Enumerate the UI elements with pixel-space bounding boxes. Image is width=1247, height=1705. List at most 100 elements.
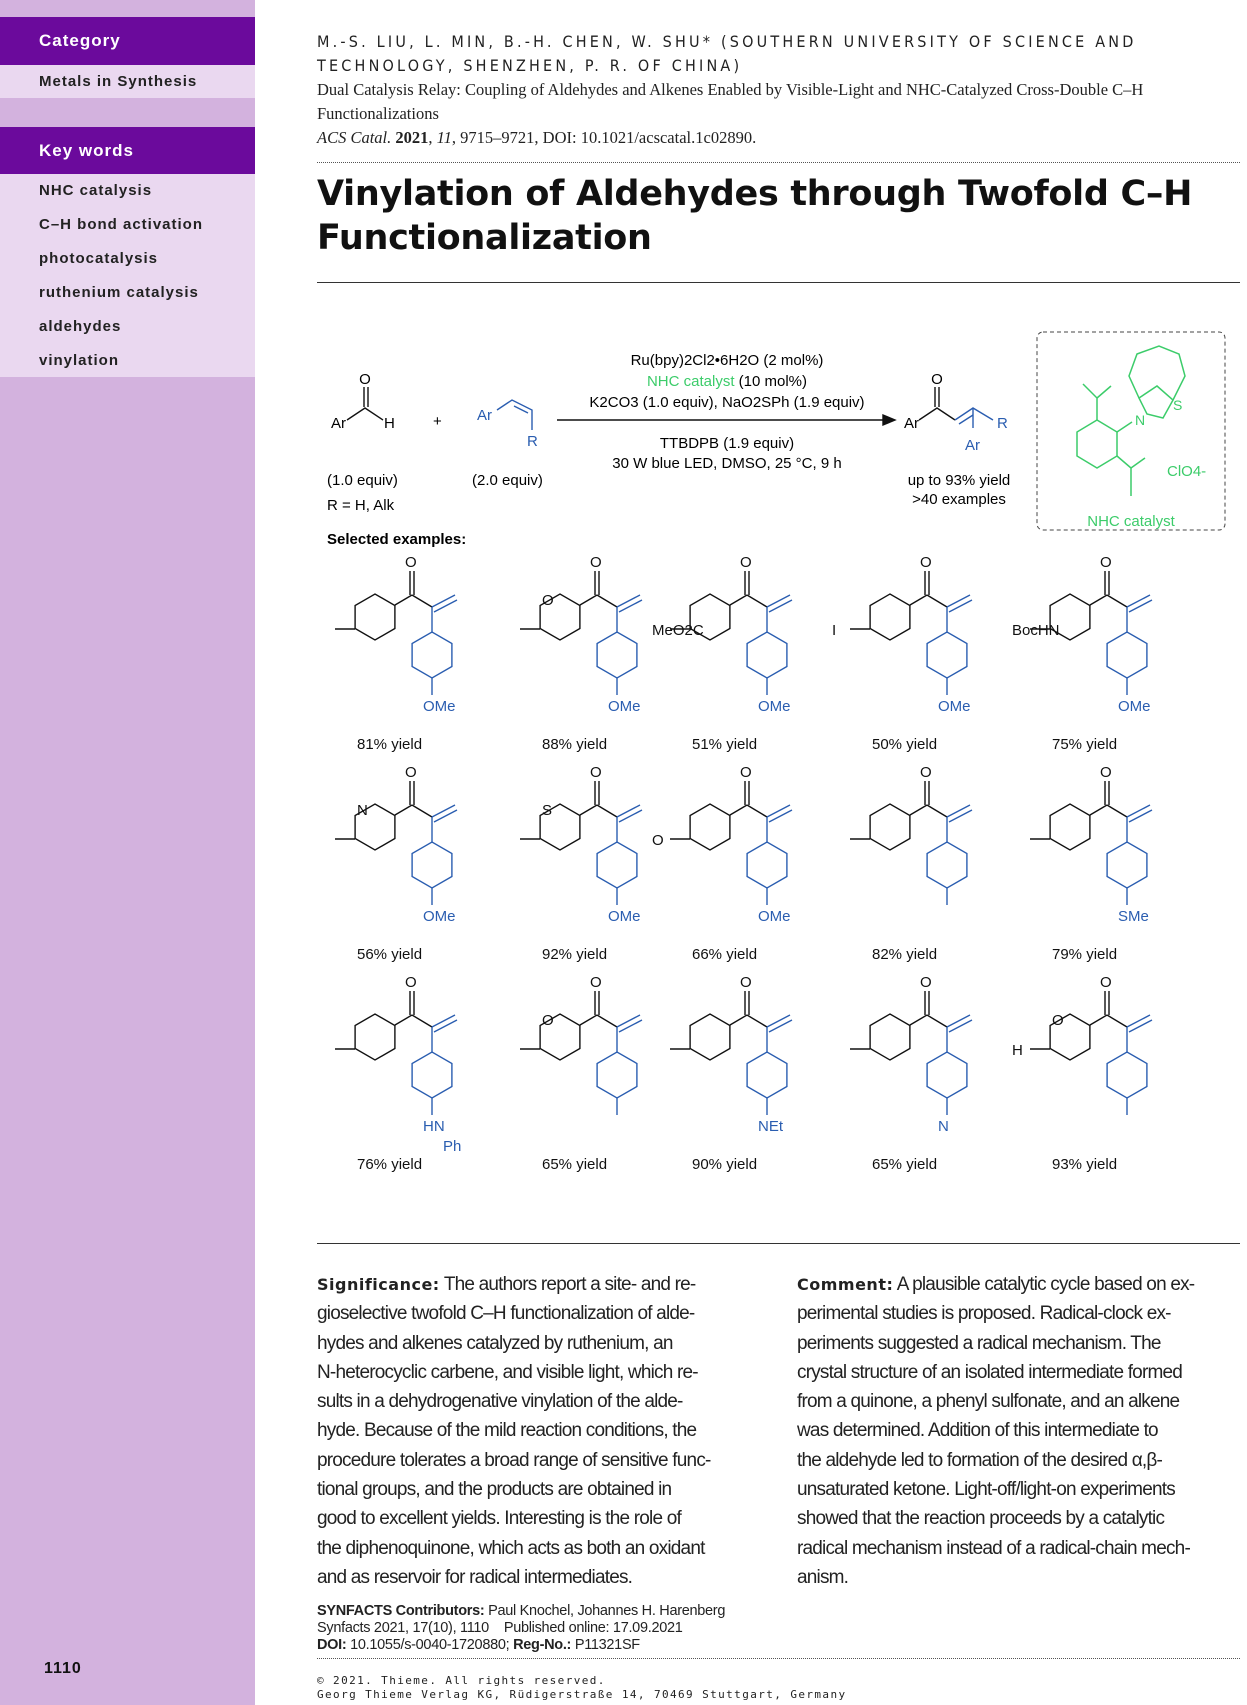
atom-label: H <box>384 415 395 432</box>
plus-sign: + <box>433 413 442 430</box>
divider <box>317 1658 1240 1659</box>
significance-label: Significance: <box>317 1275 440 1294</box>
atom-label: O <box>931 371 943 388</box>
year: 2021 <box>395 128 429 147</box>
vinyl-aryl <box>1106 1014 1153 1115</box>
example-compound: O 82% yield <box>850 765 973 963</box>
copyright-line: © 2021. Thieme. All rights reserved. <box>317 1674 606 1687</box>
contributors: SYNFACTS Contributors: Paul Knochel, Joh… <box>317 1603 725 1620</box>
text-line: hyde. Because of the mild reaction condi… <box>317 1420 697 1442</box>
reg-label: Reg-No.: <box>513 1637 572 1653</box>
aryl-ring <box>1030 1013 1108 1061</box>
atom-label: O <box>590 765 602 781</box>
text-line: procedure tolerates a broad range of sen… <box>317 1449 711 1471</box>
aryl-ring <box>335 1013 413 1061</box>
keywords-header: Key words <box>0 127 255 174</box>
carbonyl <box>744 991 768 1028</box>
yield-label: 88% yield <box>542 736 607 753</box>
counterion: ClO4- <box>1167 463 1206 480</box>
vinyl-aryl <box>1106 594 1153 695</box>
heteroatom-label: O <box>1052 1012 1064 1029</box>
substituent-label: H <box>1012 1042 1023 1059</box>
keyword: ruthenium catalysis <box>39 284 199 301</box>
comment-text: A plausible catalytic cycle based on ex-… <box>797 1274 1195 1588</box>
atom-label: Ar <box>477 407 492 424</box>
yield-label: 82% yield <box>872 946 937 963</box>
comment-label: Comment: <box>797 1275 894 1294</box>
divider <box>317 162 1240 163</box>
yield-label: 75% yield <box>1052 736 1117 753</box>
heteroatom-label: O <box>542 592 554 609</box>
carbonyl <box>924 991 948 1028</box>
authors: M.-S. LIU, L. MIN, B.-H. CHEN, W. SHU* (… <box>317 30 1240 78</box>
divider <box>317 282 1240 283</box>
atom-label: O <box>920 765 932 781</box>
atom-label: N <box>1135 412 1145 428</box>
text-line: from a quinone, a phenyl sulfonate, and … <box>797 1391 1180 1413</box>
vinyl-aryl <box>746 1014 793 1115</box>
yield-label: 50% yield <box>872 736 937 753</box>
carbonyl <box>594 781 618 818</box>
condition: 30 W blue LED, DMSO, 25 °C, 9 h <box>612 455 841 472</box>
page-number: 1110 <box>44 1660 82 1677</box>
paper-title: Dual Catalysis Relay: Coupling of Aldehy… <box>317 80 1144 99</box>
examples-note: >40 examples <box>912 491 1006 508</box>
condition: K2CO3 (1.0 equiv), NaO2SPh (1.9 equiv) <box>589 394 864 411</box>
divider <box>317 1243 1240 1244</box>
substituent-label: MeO2C <box>652 622 704 639</box>
citation-rest: , 9715–9721, DOI: 10.1021/acscatal.1c028… <box>451 128 757 147</box>
contributors-names: Paul Knochel, Johannes H. Harenberg <box>484 1603 726 1619</box>
aryl-ring <box>850 803 928 851</box>
yield-label: 66% yield <box>692 946 757 963</box>
vinyl-aryl <box>746 594 793 695</box>
nhc-catalyst-structure <box>1076 345 1186 496</box>
aryl-ring <box>520 1013 598 1061</box>
yield-label: 56% yield <box>357 946 422 963</box>
text-line: perimental studies is proposed. Radical-… <box>797 1303 1172 1325</box>
carbonyl <box>1104 571 1128 608</box>
citation: ACS Catal. 2021, 11, 9715–9721, DOI: 10.… <box>317 128 757 147</box>
vinyl-aryl <box>926 594 973 695</box>
doi-line: DOI: 10.1055/s-0040-1720880; Reg-No.: P1… <box>317 1637 640 1654</box>
keyword: aldehydes <box>39 318 122 335</box>
carbonyl <box>409 781 433 818</box>
aryl-ring <box>520 593 598 641</box>
substituent-label: OMe <box>1118 698 1151 715</box>
yield-label: 51% yield <box>692 736 757 753</box>
substituent-label: OMe <box>423 908 456 925</box>
text-line: showed that the reaction proceeds by a c… <box>797 1508 1165 1530</box>
aryl-ring <box>670 1013 748 1061</box>
vinyl-aryl <box>596 1014 643 1115</box>
aryl-ring <box>1030 593 1108 641</box>
substituent-label: O <box>652 832 664 849</box>
atom-label: R <box>527 433 538 450</box>
r-definition: R = H, Alk <box>327 497 395 514</box>
vinyl-aryl <box>926 1014 973 1115</box>
alkene-equiv: (2.0 equiv) <box>472 472 543 489</box>
atom-label: Ar <box>965 437 980 454</box>
substituent-label: NEt <box>758 1118 784 1135</box>
substituent-label: OMe <box>608 698 641 715</box>
significance-section: Significance: The authors report a site-… <box>317 1270 782 1592</box>
sidebar: Category Metals in Synthesis Key words N… <box>0 0 255 1705</box>
vinyl-aryl <box>596 594 643 695</box>
title-line: Vinylation of Aldehydes through Twofold … <box>317 174 1193 214</box>
atom-label: O <box>1100 975 1112 991</box>
heteroatom-label: O <box>542 1012 554 1029</box>
yield-label: 81% yield <box>357 736 422 753</box>
carbonyl <box>924 571 948 608</box>
atom-label: O <box>1100 765 1112 781</box>
volume: 11 <box>436 128 452 147</box>
carbonyl <box>744 781 768 818</box>
category-header: Category <box>0 17 255 65</box>
carbonyl <box>594 991 618 1028</box>
paper-title: Functionalizations <box>317 104 439 123</box>
reference: Dual Catalysis Relay: Coupling of Aldehy… <box>317 78 1240 150</box>
